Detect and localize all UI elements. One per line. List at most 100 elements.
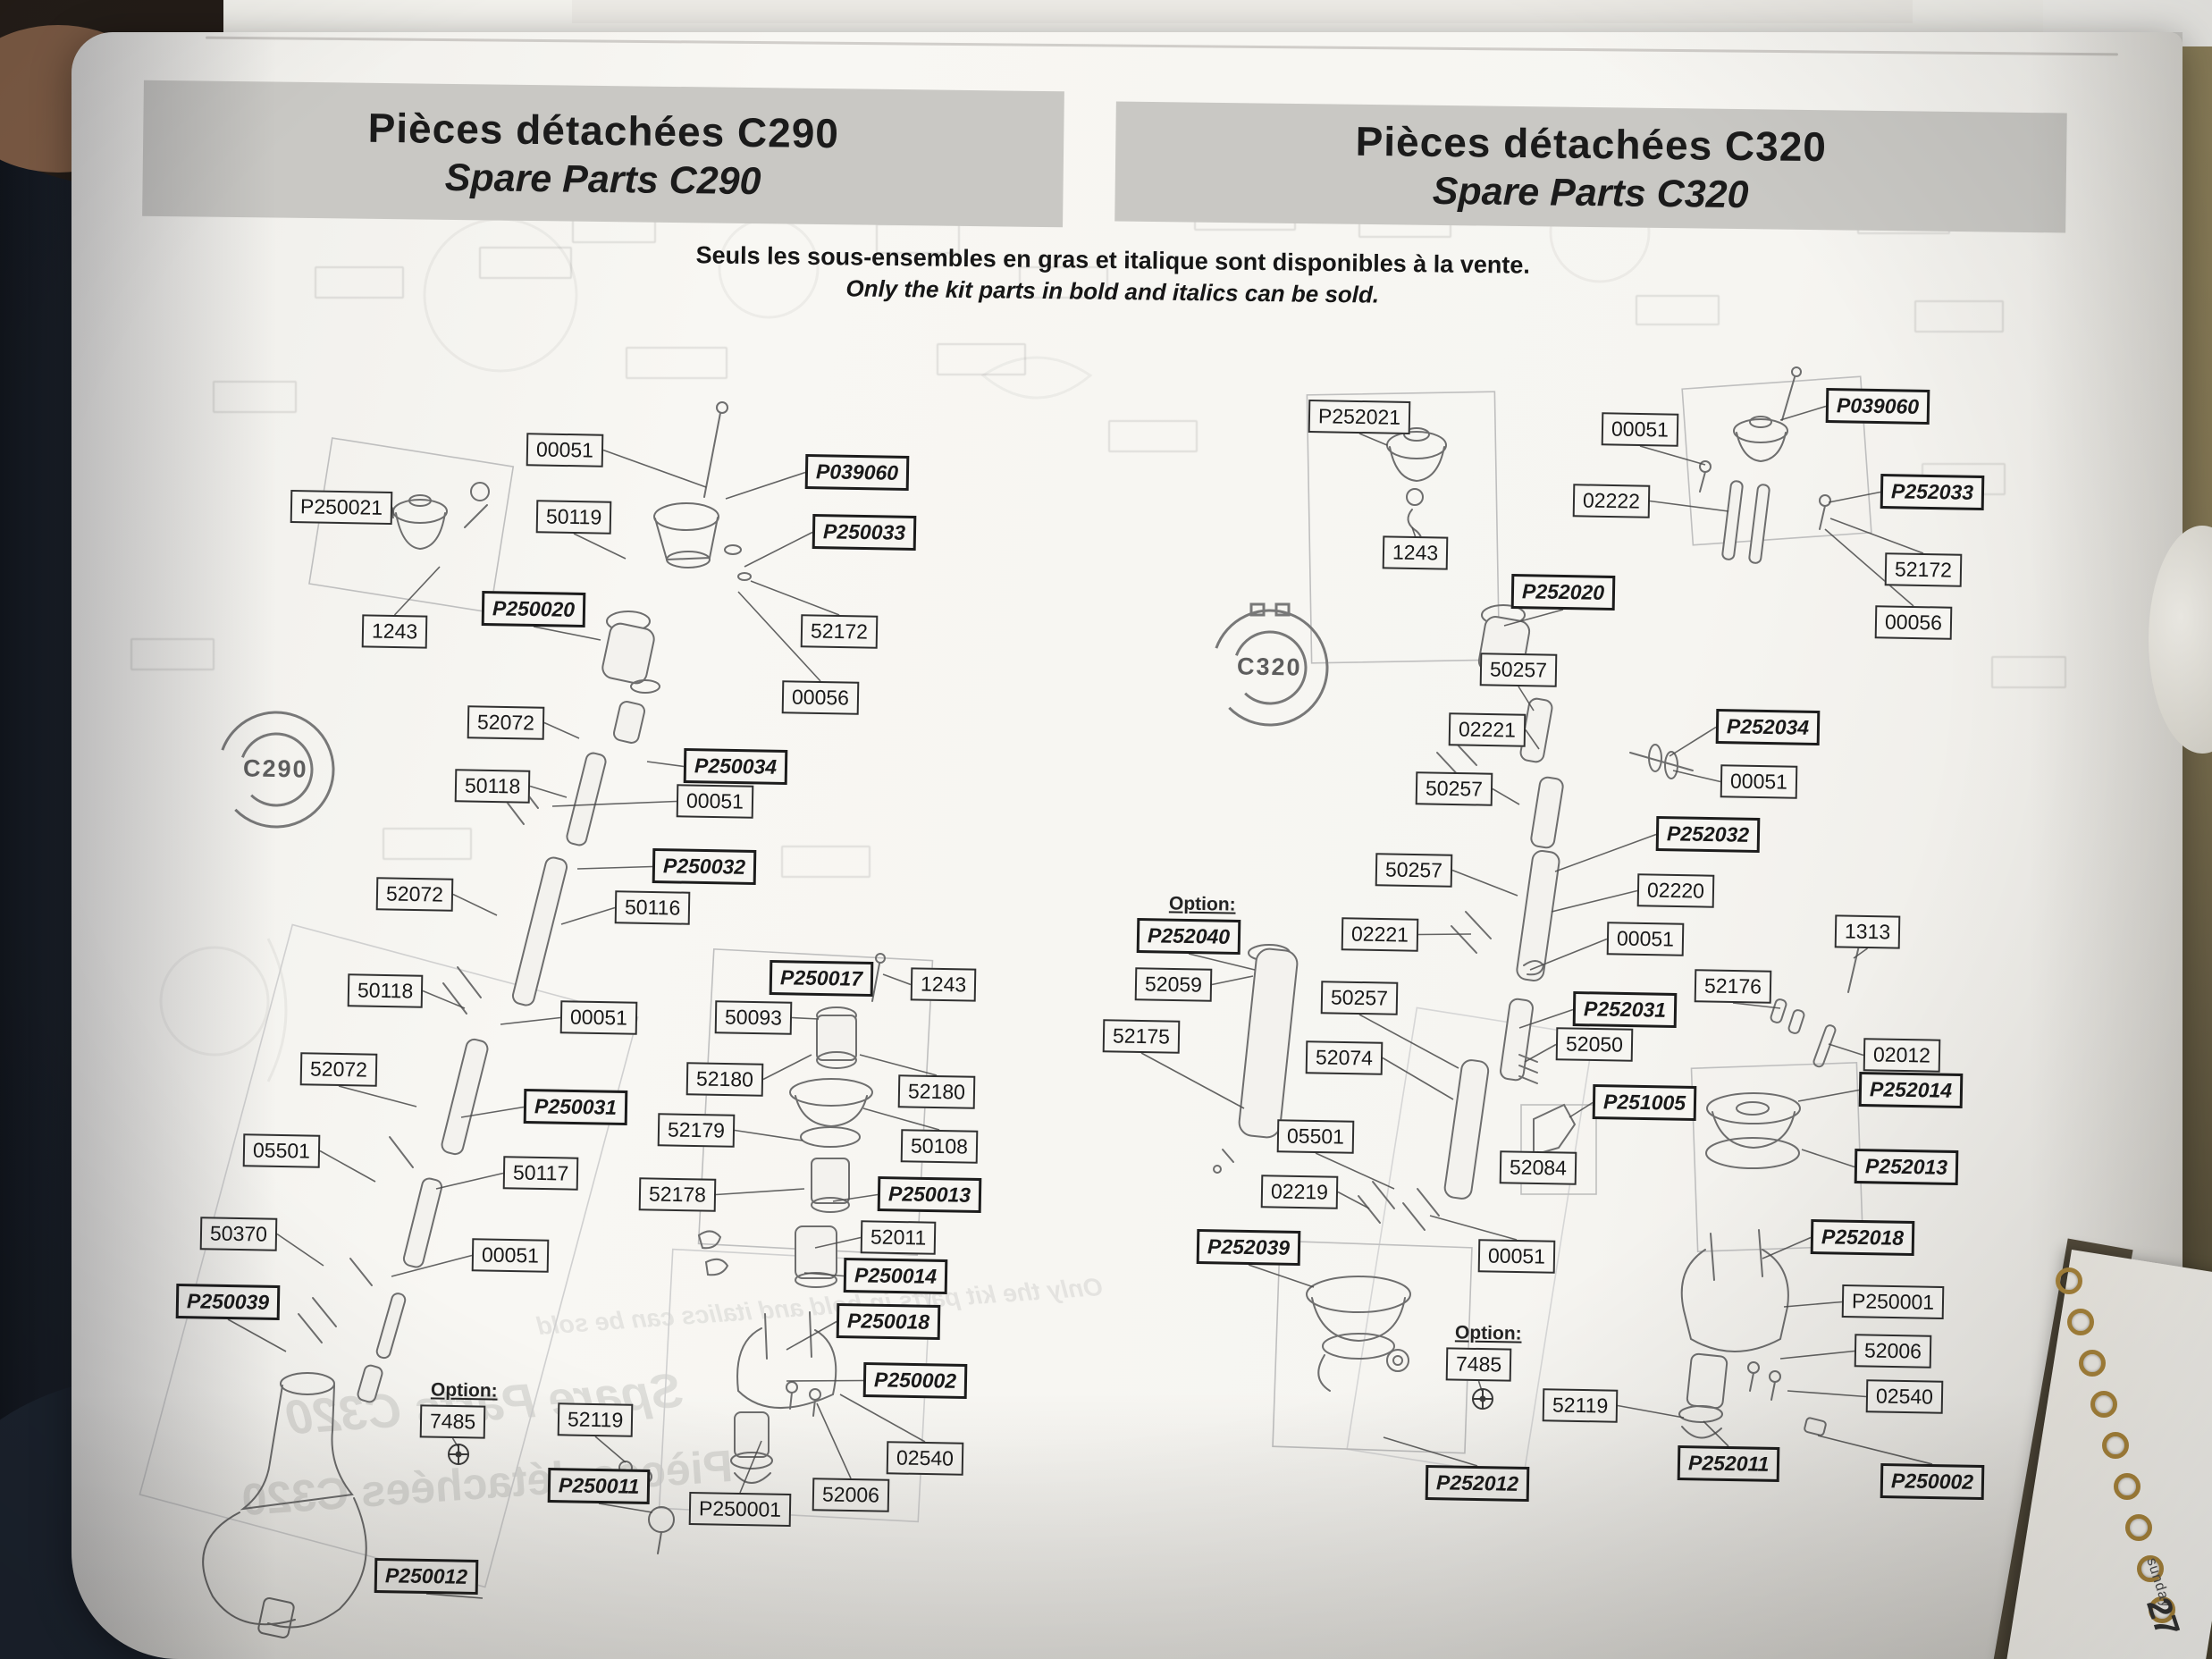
part-label: P250034	[683, 747, 788, 785]
part-label: 52176	[1694, 969, 1772, 1004]
part-label: P252039	[1196, 1228, 1301, 1266]
part-label: P252013	[1854, 1148, 1959, 1185]
part-label: 1313	[1834, 914, 1901, 949]
part-label: 00051	[1601, 412, 1679, 447]
option-label-c320-tube: Option:	[1168, 893, 1236, 915]
part-label: P250017	[769, 959, 874, 997]
part-label: 00056	[781, 680, 860, 715]
part-label: 52006	[1854, 1334, 1932, 1368]
part-label: 52011	[860, 1220, 937, 1255]
part-label: 1243	[1382, 535, 1449, 570]
ghost-label-box	[1636, 295, 1720, 325]
part-label: 02219	[1260, 1175, 1339, 1209]
header-c320-title-en: Spare Parts C320	[1432, 169, 1749, 216]
ghost-label-box	[1019, 266, 1108, 299]
header-c290-title-fr: Pièces détachées C290	[367, 104, 840, 156]
part-label: P250021	[290, 490, 393, 525]
part-label: 00051	[471, 1238, 550, 1273]
part-label: P252020	[1510, 573, 1616, 611]
part-label: 50116	[614, 890, 691, 925]
spiral-ring	[2137, 1555, 2164, 1582]
part-label: P250031	[523, 1088, 628, 1125]
ghost-label-box	[383, 828, 472, 860]
ghost-label-box	[130, 638, 214, 670]
spiral-ring	[2114, 1473, 2141, 1500]
part-label: 00051	[526, 433, 604, 467]
part-label: P252021	[1308, 400, 1411, 434]
part-label: 00051	[1477, 1239, 1556, 1274]
part-label: 50108	[900, 1129, 979, 1164]
part-label: 00051	[676, 784, 754, 819]
part-label: 02221	[1341, 917, 1419, 952]
part-label: P250032	[652, 847, 757, 885]
part-label: 02222	[1572, 484, 1651, 518]
spiral-ring	[2067, 1309, 2094, 1335]
part-label: P250014	[843, 1257, 948, 1294]
header-c290-title-en: Spare Parts C290	[444, 156, 761, 203]
spiral-ring	[2102, 1432, 2129, 1459]
ghost-label-box	[479, 247, 572, 279]
part-label: P252034	[1715, 708, 1821, 745]
part-label: P250020	[481, 590, 586, 627]
part-label: 00051	[1606, 922, 1685, 956]
spiral-ring	[2079, 1350, 2106, 1377]
ghost-label-box	[213, 381, 297, 413]
part-label: 52059	[1134, 967, 1213, 1002]
header-c320: Pièces détachées C320 Spare Parts C320	[1114, 101, 2067, 233]
part-label: 50118	[454, 769, 531, 804]
spiral-ring	[2125, 1514, 2152, 1541]
part-label: 52072	[467, 705, 545, 740]
part-label: 50119	[535, 500, 612, 535]
part-label: 52072	[299, 1052, 378, 1087]
part-label: P252018	[1810, 1218, 1915, 1256]
part-label: 05501	[1276, 1119, 1355, 1154]
spiral-ring	[2056, 1267, 2082, 1294]
part-label: 52050	[1555, 1027, 1634, 1062]
part-label: 52180	[897, 1074, 976, 1109]
model-label-c320: C320	[1236, 653, 1302, 681]
part-label: 52178	[638, 1177, 717, 1212]
part-label: P250001	[1841, 1284, 1945, 1319]
ghost-label-box	[937, 343, 1026, 375]
part-label: P252033	[1880, 473, 1985, 510]
spiral-ring	[2090, 1391, 2117, 1418]
part-label: 52175	[1102, 1019, 1181, 1054]
part-label: 52180	[685, 1062, 764, 1097]
part-label: 52084	[1499, 1150, 1577, 1185]
part-label: 1243	[361, 614, 428, 649]
part-label: P252031	[1572, 990, 1678, 1028]
part-label: P250018	[836, 1302, 941, 1340]
part-label: 02012	[1863, 1038, 1941, 1073]
option-label-c320-wheel: Option:	[1454, 1322, 1522, 1344]
option-part-label: P252040	[1136, 917, 1241, 955]
part-label: P250033	[812, 513, 917, 551]
part-label: 00051	[559, 1000, 638, 1035]
ghost-label-box	[1991, 656, 2066, 688]
part-label: 02221	[1448, 712, 1527, 747]
ghost-label-box	[315, 266, 404, 299]
part-label: 50118	[347, 973, 424, 1008]
part-label: 50257	[1479, 653, 1558, 687]
page-bottom-shadow	[71, 1393, 2183, 1659]
ghost-label-box	[626, 347, 728, 379]
ghost-label-box	[781, 846, 871, 878]
part-label: 52179	[657, 1113, 736, 1148]
part-label: P039060	[804, 453, 910, 491]
part-label: 00051	[1720, 764, 1798, 799]
part-label: 50093	[714, 1000, 793, 1035]
part-label: P039060	[1825, 387, 1930, 425]
part-label: P252014	[1858, 1071, 1964, 1108]
part-label: P252032	[1655, 815, 1761, 853]
part-label: 52072	[375, 877, 454, 912]
spiral-ring	[2149, 1596, 2175, 1623]
part-label: P250013	[877, 1175, 982, 1213]
part-label: 52172	[1884, 552, 1963, 587]
part-label: 50257	[1375, 853, 1453, 888]
part-label: 52172	[800, 614, 879, 649]
part-label: 52074	[1305, 1040, 1384, 1075]
page-edge-behind-2	[572, 0, 1913, 23]
part-label: 1243	[910, 967, 977, 1002]
ghost-label-box	[1108, 420, 1198, 452]
